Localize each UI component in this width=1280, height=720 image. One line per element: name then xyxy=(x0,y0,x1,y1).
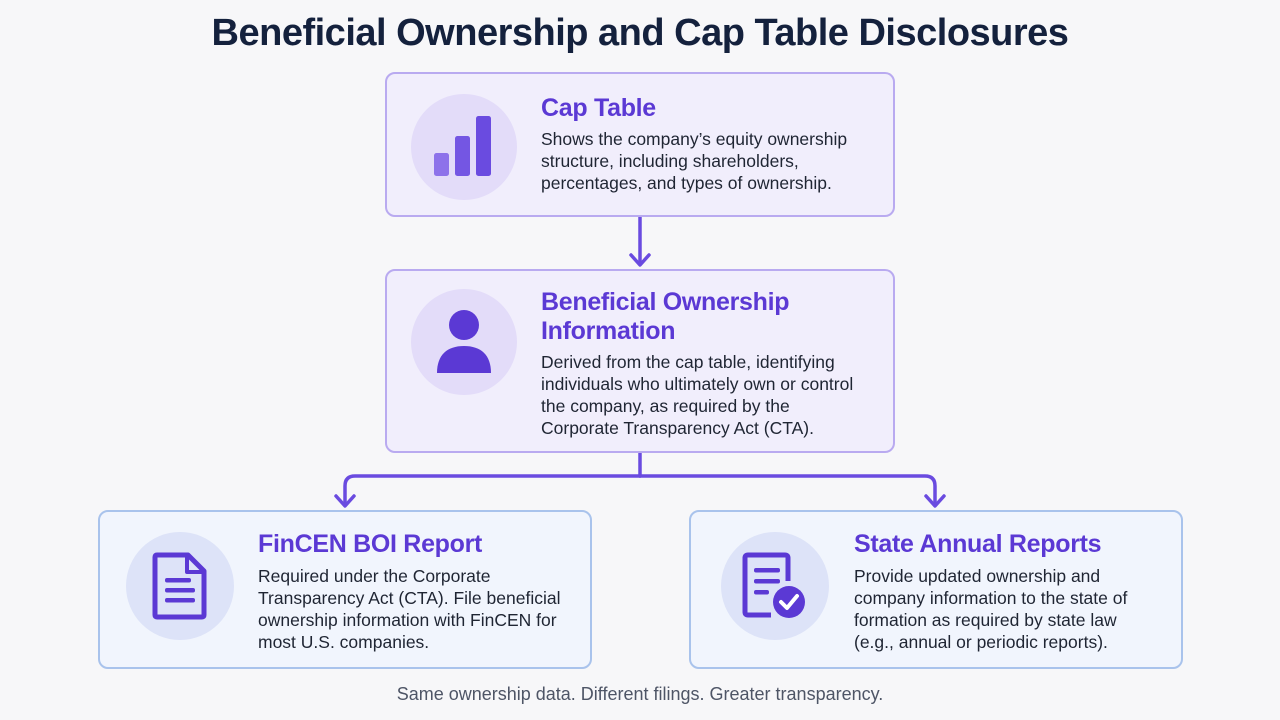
edge-boi-to-fincen xyxy=(343,474,642,507)
person-icon xyxy=(437,310,491,373)
footer-tagline: Same ownership data. Different filings. … xyxy=(396,684,884,704)
cap-table-description: Shows the company’s equity ownership str… xyxy=(541,129,848,193)
boi-card: Beneficial Ownership Information Derived… xyxy=(385,269,895,453)
edge-boi-to-state-arrowhead xyxy=(924,494,946,508)
boi-title: Beneficial Ownership Information xyxy=(541,288,790,345)
cap-table-icon-circle xyxy=(411,94,517,200)
cap-table-card: Cap Table Shows the company’s equity own… xyxy=(385,72,895,217)
bar-chart-icon xyxy=(434,116,491,176)
document-icon xyxy=(152,552,207,620)
boi-description: Derived from the cap table, identifying … xyxy=(541,352,854,438)
fincen-card: FinCEN BOI Report Required under the Cor… xyxy=(98,510,592,669)
state-icon-circle xyxy=(721,532,829,640)
boi-icon-circle xyxy=(411,289,517,395)
fincen-description: Required under the Corporate Transparenc… xyxy=(258,566,561,652)
state-card: State Annual Reports Provide updated own… xyxy=(689,510,1183,669)
edge-boi-to-state xyxy=(638,474,937,507)
fincen-icon-circle xyxy=(126,532,234,640)
edge-boi-to-fincen-arrowhead xyxy=(334,494,356,508)
edge-cap-table-to-boi-arrowhead xyxy=(629,253,651,267)
state-title: State Annual Reports xyxy=(854,530,1102,558)
state-description: Provide updated ownership and company in… xyxy=(854,566,1128,652)
cap-table-title: Cap Table xyxy=(541,94,656,122)
fincen-title: FinCEN BOI Report xyxy=(258,530,483,558)
page-title: Beneficial Ownership and Cap Table Discl… xyxy=(211,12,1069,54)
document-check-icon xyxy=(742,552,805,618)
